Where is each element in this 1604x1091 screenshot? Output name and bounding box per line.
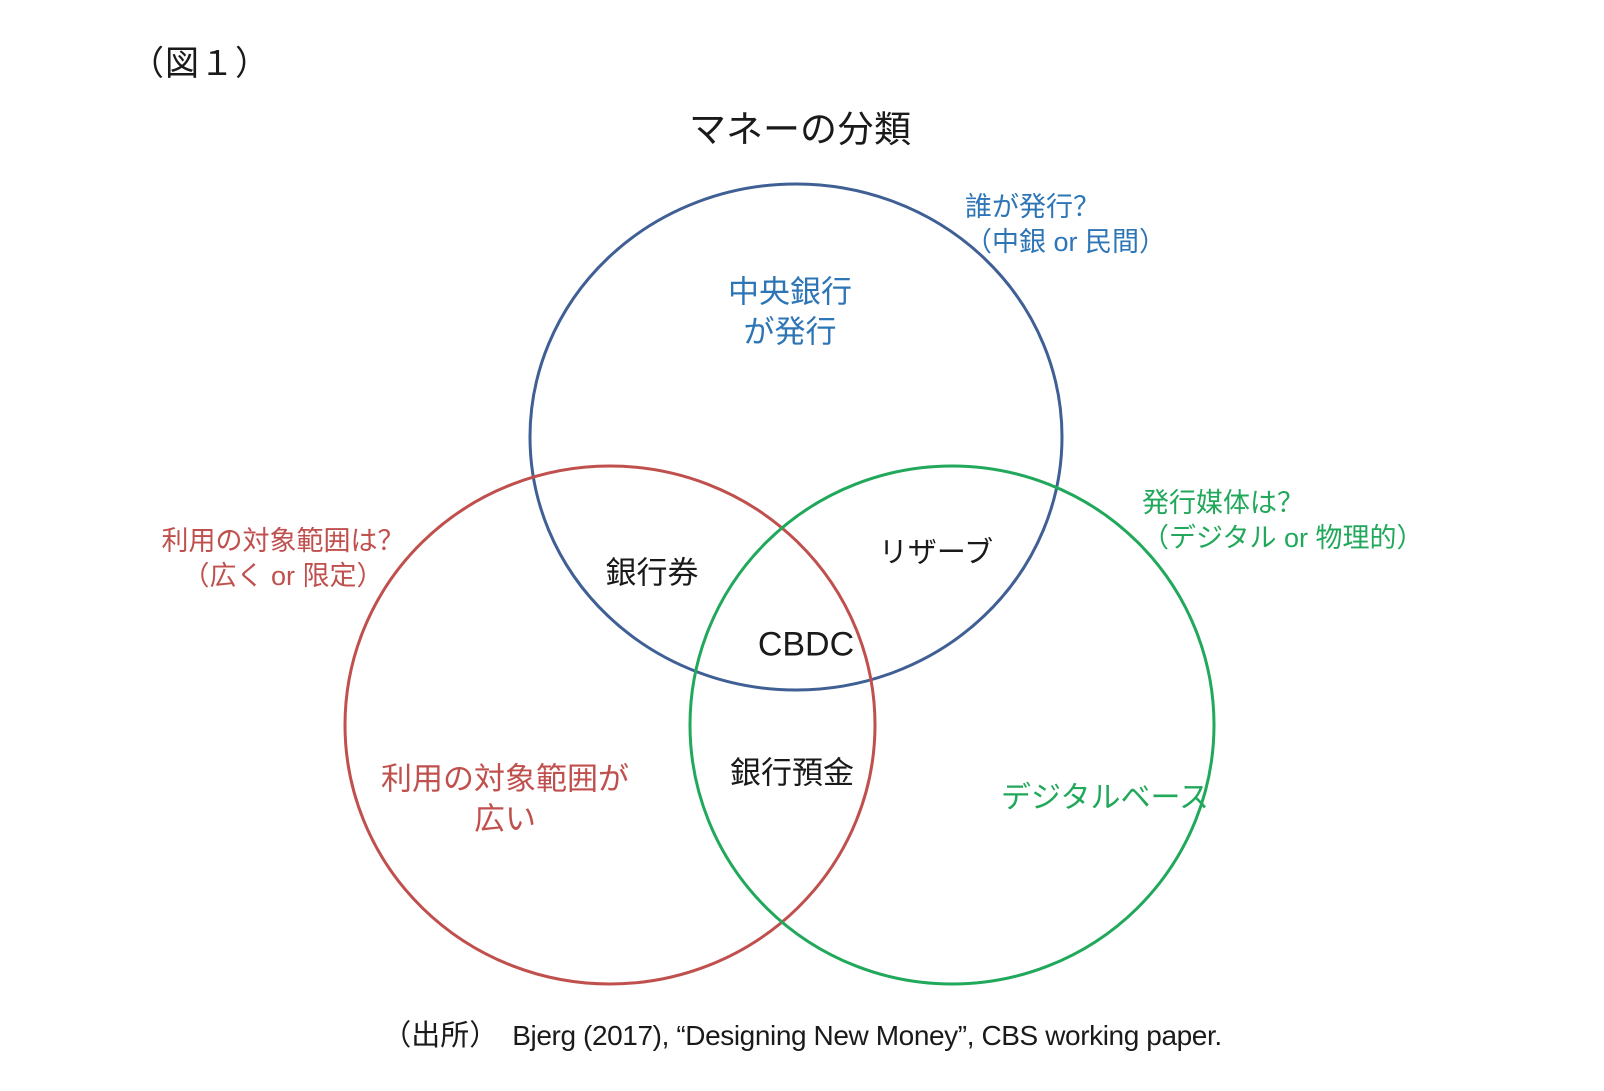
red-circle-label-line1: 利用の対象範囲が <box>381 761 629 797</box>
figure-number-label: （図１） <box>130 45 270 83</box>
intersection-label-bank-deposits: 銀行預金 <box>730 755 854 791</box>
source-text: Bjerg (2017), “Designing New Money”, CBS… <box>512 1020 1222 1051</box>
red-circle-label: 利用の対象範囲が 広い <box>381 760 629 841</box>
green-circle-digital <box>688 464 1216 986</box>
blue-circle-central-bank <box>528 182 1064 692</box>
blue-annotation-line1: 誰が発行？ <box>965 192 1100 222</box>
red-annotation-line1: 利用の対象範囲は？ <box>161 526 405 556</box>
intersection-label-cbdc: CBDC <box>757 625 855 664</box>
green-circle-annotation: 発行媒体は？ （デジタル or 物理的） <box>1142 486 1423 556</box>
blue-circle-label-line2: が発行 <box>743 315 837 350</box>
green-annotation-line1: 発行媒体は？ <box>1142 488 1304 518</box>
red-circle-wide-usage <box>343 464 877 986</box>
blue-circle-label-line1: 中央銀行 <box>728 274 852 310</box>
blue-annotation-line2: （中銀 or 民間） <box>965 227 1167 258</box>
source-citation: （出所） Bjerg (2017), “Designing New Money”… <box>0 1012 1604 1054</box>
green-annotation-line2: （デジタル or 物理的） <box>1142 523 1424 554</box>
source-prefix: （出所） <box>382 1020 499 1052</box>
red-circle-annotation: 利用の対象範囲は？ （広く or 限定） <box>162 524 405 594</box>
red-circle-label-line2: 広い <box>474 802 536 837</box>
green-circle-label: デジタルベース <box>1001 781 1209 815</box>
blue-circle-label: 中央銀行 が発行 <box>728 273 852 354</box>
intersection-label-banknotes: 銀行券 <box>605 555 699 591</box>
intersection-label-reserves: リザーブ <box>878 537 994 569</box>
blue-circle-annotation: 誰が発行？ （中銀 or 民間） <box>965 190 1166 260</box>
red-annotation-line2: （広く or 限定） <box>182 561 384 592</box>
diagram-title: マネーの分類 <box>689 109 911 150</box>
